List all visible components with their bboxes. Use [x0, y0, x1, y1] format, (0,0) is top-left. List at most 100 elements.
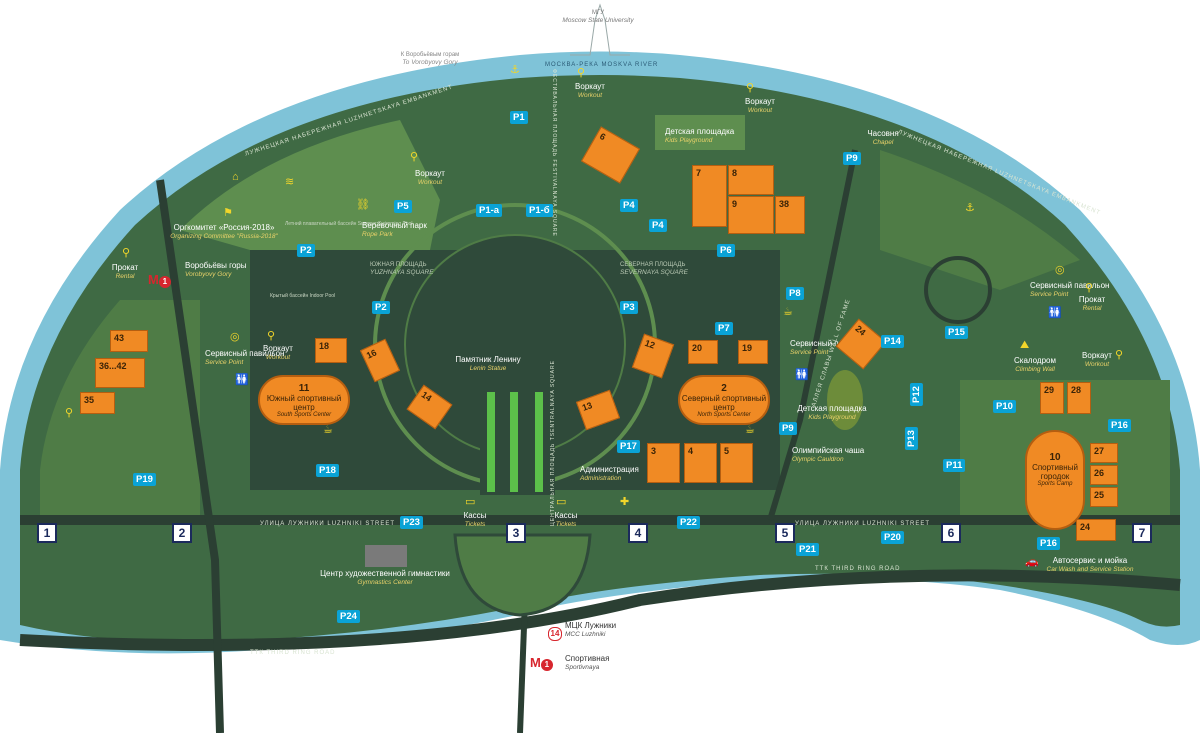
venue-26[interactable]: 26 [1090, 465, 1118, 485]
parking-p3[interactable]: P3 [620, 301, 638, 314]
toilet-icon: 🚻 [1048, 307, 1062, 319]
parking-p7[interactable]: P7 [715, 322, 733, 335]
parking-p24[interactable]: P24 [337, 610, 360, 623]
gate-5[interactable]: 5 [775, 523, 795, 543]
parking-p10[interactable]: P10 [993, 400, 1016, 413]
venue-20[interactable]: 20 [688, 340, 718, 364]
parking-p21[interactable]: P21 [796, 543, 819, 556]
rental-icon: ⚲ [1085, 282, 1094, 294]
venue-4[interactable]: 4 [684, 443, 717, 483]
parking-p8[interactable]: P8 [786, 287, 804, 300]
summer-pool-label: Летний плавательный бассейн Summer Swimm… [285, 221, 413, 227]
gate-6[interactable]: 6 [941, 523, 961, 543]
venue-9[interactable]: 9 [728, 196, 774, 234]
alley-of-fame [767, 149, 858, 521]
msu-building [570, 3, 630, 56]
parking-p1b[interactable]: P1-б [526, 204, 553, 217]
parking-p17[interactable]: P17 [617, 440, 640, 453]
parking-p12[interactable]: P12 [909, 383, 923, 406]
parking-p14[interactable]: P14 [881, 335, 904, 348]
venue-27[interactable]: 27 [1090, 443, 1118, 463]
gate-7[interactable]: 7 [1132, 523, 1152, 543]
anchor-icon: ⚓ [510, 64, 520, 76]
ttk-label-left: ТТК THIRD RING ROAD [250, 650, 336, 656]
parking-p9-north[interactable]: P9 [843, 152, 861, 165]
gate-4[interactable]: 4 [628, 523, 648, 543]
first-aid-icon: ✚ [620, 496, 630, 508]
gate-1[interactable]: 1 [37, 523, 57, 543]
parking-p4-b[interactable]: P4 [649, 219, 667, 232]
venue-5[interactable]: 5 [720, 443, 753, 483]
mcc-marker[interactable]: 14 [548, 623, 562, 641]
venue-24-south[interactable]: 24 [1076, 519, 1116, 541]
parking-p4-a[interactable]: P4 [620, 199, 638, 212]
cafe-icon: ☕ [783, 306, 793, 318]
venue-25[interactable]: 25 [1090, 487, 1118, 507]
venue-18[interactable]: 18 [315, 338, 347, 363]
msu-label: МГУ Moscow State University [562, 10, 634, 24]
parking-p22[interactable]: P22 [677, 516, 700, 529]
parking-p2-north[interactable]: P2 [297, 244, 315, 257]
parking-p16-east[interactable]: P16 [1108, 419, 1131, 432]
park-zone-w [40, 300, 200, 520]
parking-p23[interactable]: P23 [400, 516, 423, 529]
parking-p16-south[interactable]: P16 [1037, 537, 1060, 550]
parking-p20[interactable]: P20 [881, 531, 904, 544]
venue-38[interactable]: 38 [775, 196, 805, 234]
parking-p18[interactable]: P18 [316, 464, 339, 477]
venue-36-42[interactable]: 36...42 [95, 358, 145, 388]
third-ring-road [19, 569, 1181, 651]
gate-3[interactable]: 3 [506, 523, 526, 543]
parking-p2-south[interactable]: P2 [372, 301, 390, 314]
park-zone-ne [880, 150, 1080, 290]
parking-p19[interactable]: P19 [133, 473, 156, 486]
ttk-label-right: ТТК THIRD RING ROAD [815, 566, 901, 572]
venue-3[interactable]: 3 [647, 443, 680, 483]
parking-p13[interactable]: P13 [904, 427, 918, 450]
venue-43[interactable]: 43 [110, 330, 148, 352]
venue-29[interactable]: 29 [1040, 382, 1064, 414]
venue-19[interactable]: 19 [738, 340, 768, 364]
parking-p6[interactable]: P6 [717, 244, 735, 257]
parking-p5[interactable]: P5 [394, 200, 412, 213]
rope-icon: ⛓ [356, 199, 370, 211]
vorobyovy-direction-label: К Воробьёвым горам To Vorobyovy Gory [400, 52, 460, 66]
gate-2[interactable]: 2 [172, 523, 192, 543]
park-zone-nw [180, 120, 440, 250]
parking-p11[interactable]: P11 [943, 459, 966, 472]
luzhniki-street-label-left: УЛИЦА ЛУЖНИКИ LUZHNIKI STREET [260, 521, 396, 527]
venue-7[interactable]: 7 [692, 165, 727, 227]
parking-p15[interactable]: P15 [945, 326, 968, 339]
venue-35[interactable]: 35 [80, 392, 115, 414]
parking-p9-south[interactable]: P9 [779, 422, 797, 435]
parking-p1[interactable]: P1 [510, 111, 528, 124]
workout-icon: ⚲ [1115, 349, 1124, 361]
venue-28[interactable]: 28 [1067, 382, 1091, 414]
flag-icon: ⚑ [223, 207, 233, 219]
indoor-pool-label: Крытый бассейн Indoor Pool [270, 293, 336, 299]
parking-p1a[interactable]: P1-а [476, 204, 503, 217]
gymnastics-building [365, 545, 407, 567]
river-label: МОСКВА-РЕКА MOSKVA RIVER [545, 62, 659, 68]
venue-8[interactable]: 8 [728, 165, 774, 195]
organizing-committee-label: Оргкомитет «Россия-2018»Organizing Commi… [170, 223, 278, 240]
roundabout [924, 256, 992, 324]
climbing-icon: ⛰ [1020, 339, 1030, 351]
